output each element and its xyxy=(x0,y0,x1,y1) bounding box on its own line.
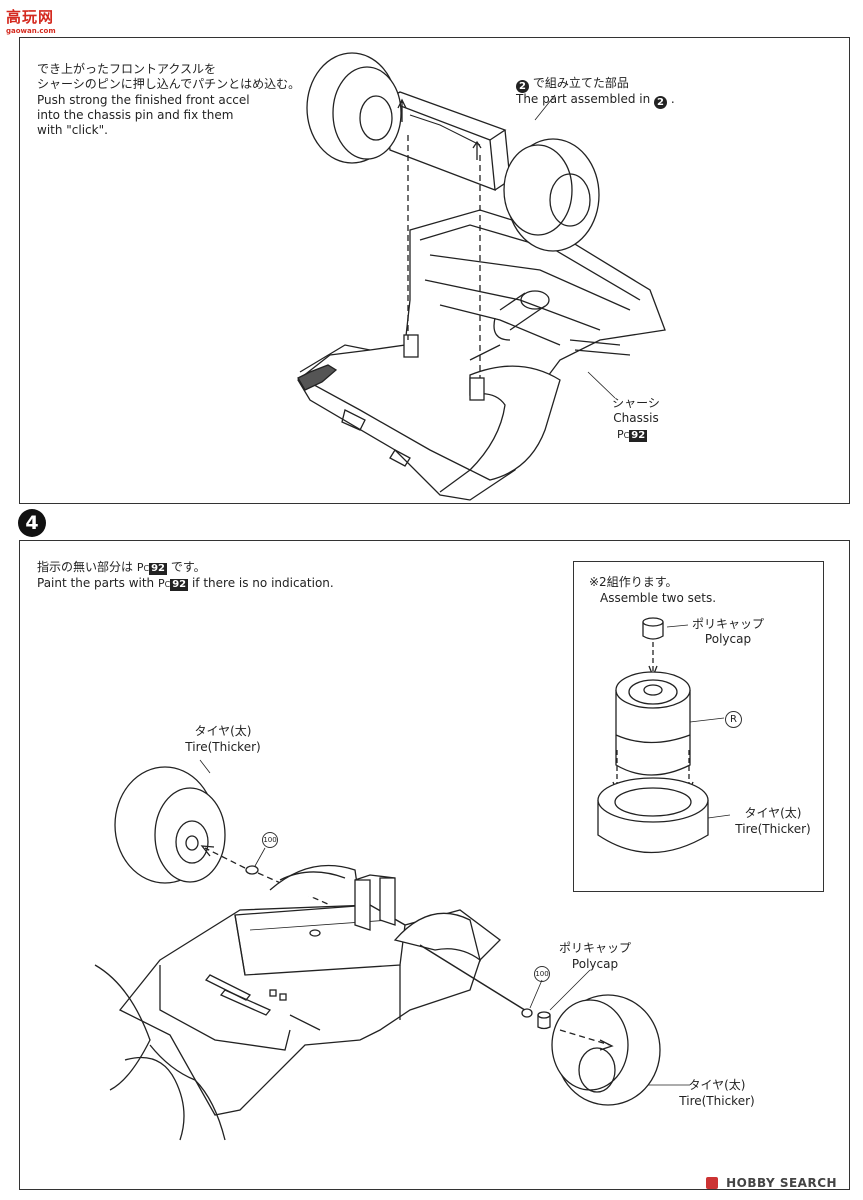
polycap-label-en: Polycap xyxy=(571,957,619,971)
tire-right-label-jp: タイヤ(太) xyxy=(688,1078,746,1092)
paint-prefix: P xyxy=(157,577,165,590)
step4-panel xyxy=(19,540,850,1190)
paint-en-suffix: if there is no indication. xyxy=(191,576,334,590)
inset-note-en: Assemble two sets. xyxy=(600,591,717,605)
inset-polycap-jp: ポリキャップ xyxy=(691,617,764,631)
step3-instruction-en-line1: Push strong the finished front accel xyxy=(37,93,250,107)
part-100-left: 100 xyxy=(262,832,278,848)
step3-panel xyxy=(19,37,850,504)
step3-instruction-jp-line1: でき上がったフロントアクスルを xyxy=(37,62,217,76)
chassis-label-en: Chassis xyxy=(613,411,659,425)
chassis-label-jp: シャーシ xyxy=(612,396,660,410)
hobby-search-watermark: HOBBY SEARCH xyxy=(706,1172,837,1191)
paint-en-prefix: Paint the parts with xyxy=(37,576,155,590)
paint-prefix: P xyxy=(617,428,624,441)
paint-sub: C xyxy=(164,580,171,589)
step3-instruction-en-line3: with "click". xyxy=(37,123,108,137)
tire-left-label-en: Tire(Thicker) xyxy=(185,740,261,754)
paint-code-badge: 92 xyxy=(149,563,167,575)
step-ref-icon: 2 xyxy=(516,80,529,93)
part-100-right: 100 xyxy=(534,966,550,982)
wheel-r-label: R xyxy=(725,711,742,728)
paint-code-badge: 92 xyxy=(170,579,189,591)
step4-number-badge: 4 xyxy=(18,509,46,537)
paint-sub: C xyxy=(143,564,150,573)
inset-tire-jp: タイヤ(太) xyxy=(744,806,802,820)
step3-ref-en-text: The part assembled in xyxy=(516,92,651,106)
step3-ref-jp-text: で組み立てた部品 xyxy=(532,76,629,90)
site-logo-url: gaowan.com xyxy=(6,27,56,35)
step3-ref-en-suffix: . xyxy=(670,92,675,106)
polycap-label-jp: ポリキャップ xyxy=(558,941,631,955)
step-ref-icon: 2 xyxy=(654,96,668,109)
site-logo: 高玩网 gaowan.com xyxy=(6,6,56,35)
tire-right-label-en: Tire(Thicker) xyxy=(679,1094,755,1108)
paint-sub: C xyxy=(623,431,630,440)
paint-jp-prefix: 指示の無い部分は xyxy=(37,560,134,574)
step3-instruction-en-line2: into the chassis pin and fix them xyxy=(37,108,234,122)
paint-jp-suffix: です。 xyxy=(170,560,206,574)
inset-panel xyxy=(573,561,824,892)
step3-instruction-jp-line2: シャーシのピンに押し込んでパチンとはめ込む。 xyxy=(37,77,301,91)
inset-polycap-en: Polycap xyxy=(704,632,752,646)
hobby-search-logo-icon xyxy=(706,1177,718,1189)
inset-note-jp: ※2組作ります。 xyxy=(589,575,678,589)
site-logo-text: 高玩网 xyxy=(6,8,55,26)
paint-prefix: P xyxy=(136,561,144,574)
paint-code-badge: 92 xyxy=(629,430,648,442)
step3-ref-jp: 2 で組み立てた部品 xyxy=(516,76,629,93)
hobby-search-brand: HOBBY SEARCH xyxy=(726,1176,838,1190)
step3-ref-en: The part assembled in 2 . xyxy=(516,92,675,109)
tire-left-label-jp: タイヤ(太) xyxy=(194,724,252,738)
inset-tire-en: Tire(Thicker) xyxy=(735,822,811,836)
